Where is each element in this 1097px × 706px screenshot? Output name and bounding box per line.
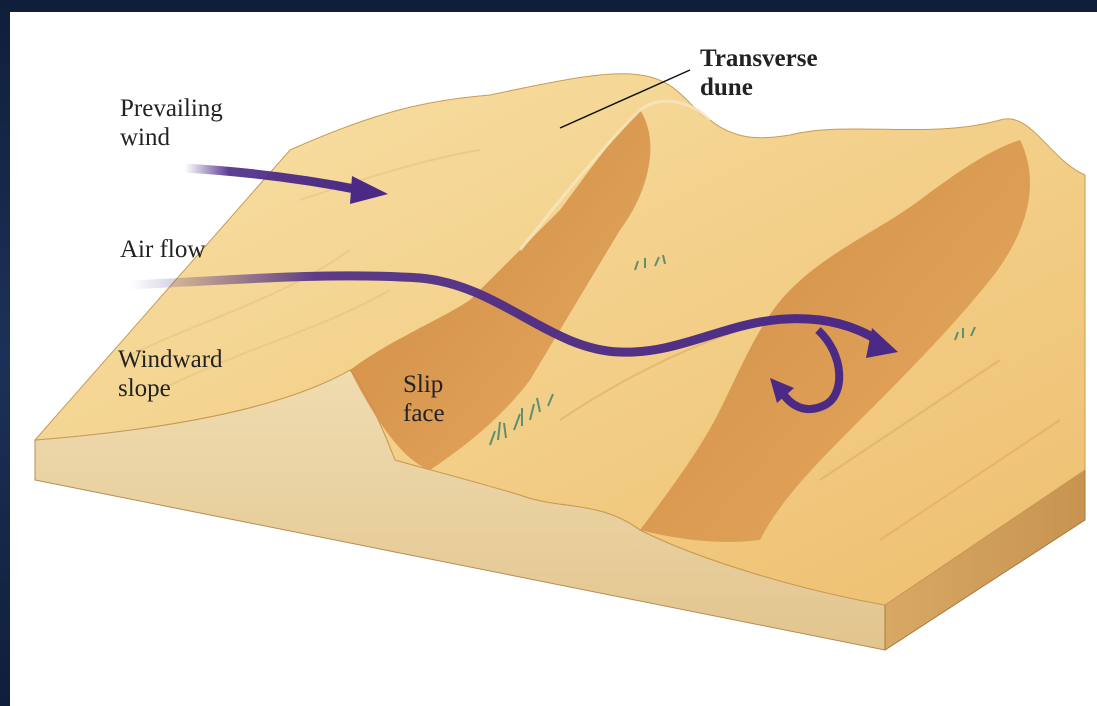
slip-face-text: Slip face (403, 371, 445, 427)
label-slip-face: Slip face (403, 370, 463, 428)
transverse-dune-text: Transverse dune (700, 45, 818, 101)
label-windward-slope: Windward slope (118, 345, 258, 403)
air-flow-text: Air flow (120, 236, 205, 263)
label-air-flow: Air flow (120, 235, 205, 264)
prevailing-wind-text: Prevailing wind (120, 95, 223, 151)
label-transverse-dune: Transverse dune (700, 44, 870, 102)
label-prevailing-wind: Prevailing wind (120, 94, 260, 152)
windward-slope-text: Windward slope (118, 346, 223, 402)
